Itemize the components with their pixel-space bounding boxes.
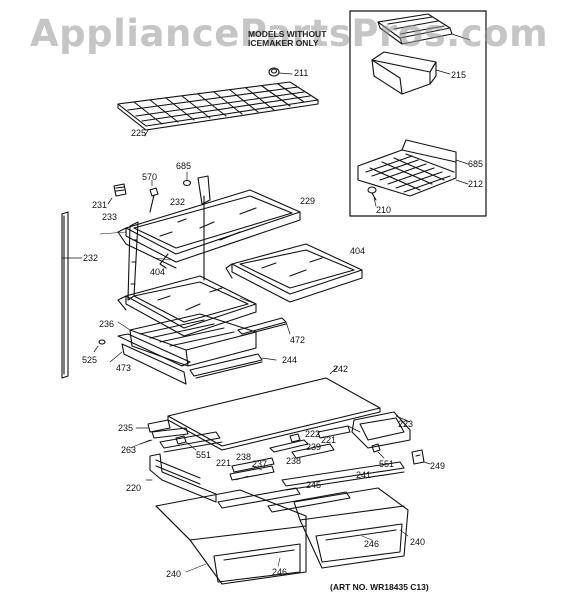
part-244-slide (189, 353, 277, 379)
callout-685: 685 (468, 159, 484, 169)
callout-685: 685 (176, 161, 192, 171)
part-223-frame (351, 411, 411, 449)
part-241-rail (281, 461, 405, 491)
part-404-shelf-right (225, 243, 363, 303)
part-570-bolt (149, 179, 159, 213)
callout-246: 246 (272, 567, 288, 577)
part-404-shelf-left (117, 275, 257, 337)
part-233-bracket (127, 175, 211, 301)
callout-223: 223 (398, 419, 414, 429)
callout-232: 232 (83, 253, 99, 263)
callout-215: 215 (451, 70, 467, 80)
callout-236: 236 (99, 319, 115, 329)
callout-245: 245 (306, 480, 322, 490)
callout-211: 211 (294, 68, 309, 78)
callout-235: 235 (118, 423, 134, 433)
inset-note-line-2: ICEMAKER ONLY (248, 37, 319, 48)
callout-242: 242 (333, 364, 349, 374)
callout-212: 212 (468, 179, 484, 189)
part-220-support (145, 453, 217, 503)
part-473-slide (109, 333, 191, 385)
part-229-glass-shelf (117, 189, 301, 269)
part-472-rail (237, 317, 291, 337)
part-221-bar (317, 425, 361, 439)
art-number: (ART NO. WR18435 C13) (330, 582, 429, 592)
part-240-crisper-right (293, 487, 409, 569)
callout-551: 551 (379, 459, 395, 469)
callout-404: 404 (350, 246, 366, 256)
callout-249: 249 (430, 461, 446, 471)
callout-473: 473 (116, 363, 132, 373)
callout-404: 404 (150, 267, 166, 277)
callout-229: 229 (300, 196, 316, 206)
callout-239: 239 (306, 442, 322, 452)
callout-238: 238 (236, 452, 252, 462)
part-242-glass-cover (167, 365, 381, 451)
part-231-clip (107, 183, 127, 205)
callout-551: 551 (196, 450, 212, 460)
callout-210: 210 (376, 205, 392, 215)
callout-221: 221 (216, 458, 232, 468)
part-685-screw (182, 171, 192, 187)
inset-frame (349, 10, 487, 217)
inset-note: MODELS WITHOUT ICEMAKER ONLY (248, 30, 326, 48)
inset-note-line-1: MODELS WITHOUT (248, 29, 327, 39)
callout-240: 240 (166, 569, 182, 579)
callout-238: 238 (286, 456, 302, 466)
callout-220: 220 (126, 483, 142, 493)
callout-232: 232 (170, 197, 186, 207)
part-222-clip (289, 433, 301, 443)
callout-222: 222 (305, 429, 321, 439)
callout-221: 221 (321, 435, 337, 445)
callout-525: 525 (82, 355, 98, 365)
callout-233: 233 (102, 212, 118, 222)
part-225-wire-shelf (117, 81, 319, 137)
part-215-bin (371, 51, 451, 95)
callout-263: 263 (121, 445, 137, 455)
part-245-rail (217, 487, 351, 513)
callout-237: 237 (252, 459, 268, 469)
part-240-crisper-left (155, 489, 307, 585)
part-ice-tray (377, 13, 471, 45)
part-212-rack (357, 139, 469, 197)
part-221-frame-left (159, 431, 223, 453)
part-232-rail (61, 211, 83, 379)
callout-240: 240 (410, 537, 426, 547)
callout-472: 472 (290, 335, 306, 345)
callout-246: 246 (364, 539, 380, 549)
leader-lines (99, 231, 409, 573)
callout-244: 244 (282, 355, 298, 365)
callout-225: 225 (131, 128, 147, 138)
part-236-drawer (129, 313, 257, 367)
callout-231: 231 (92, 200, 108, 210)
part-235-support (135, 419, 171, 433)
part-211-button (268, 67, 293, 77)
part-551-clip-right (371, 443, 385, 459)
part-238-bar (231, 443, 335, 473)
callout-241: 241 (356, 470, 372, 480)
callout-570: 570 (142, 172, 158, 182)
part-210-screw (367, 186, 377, 207)
part-239-bar (269, 439, 309, 453)
part-525-screw (93, 339, 106, 353)
part-249-clip (411, 449, 431, 465)
